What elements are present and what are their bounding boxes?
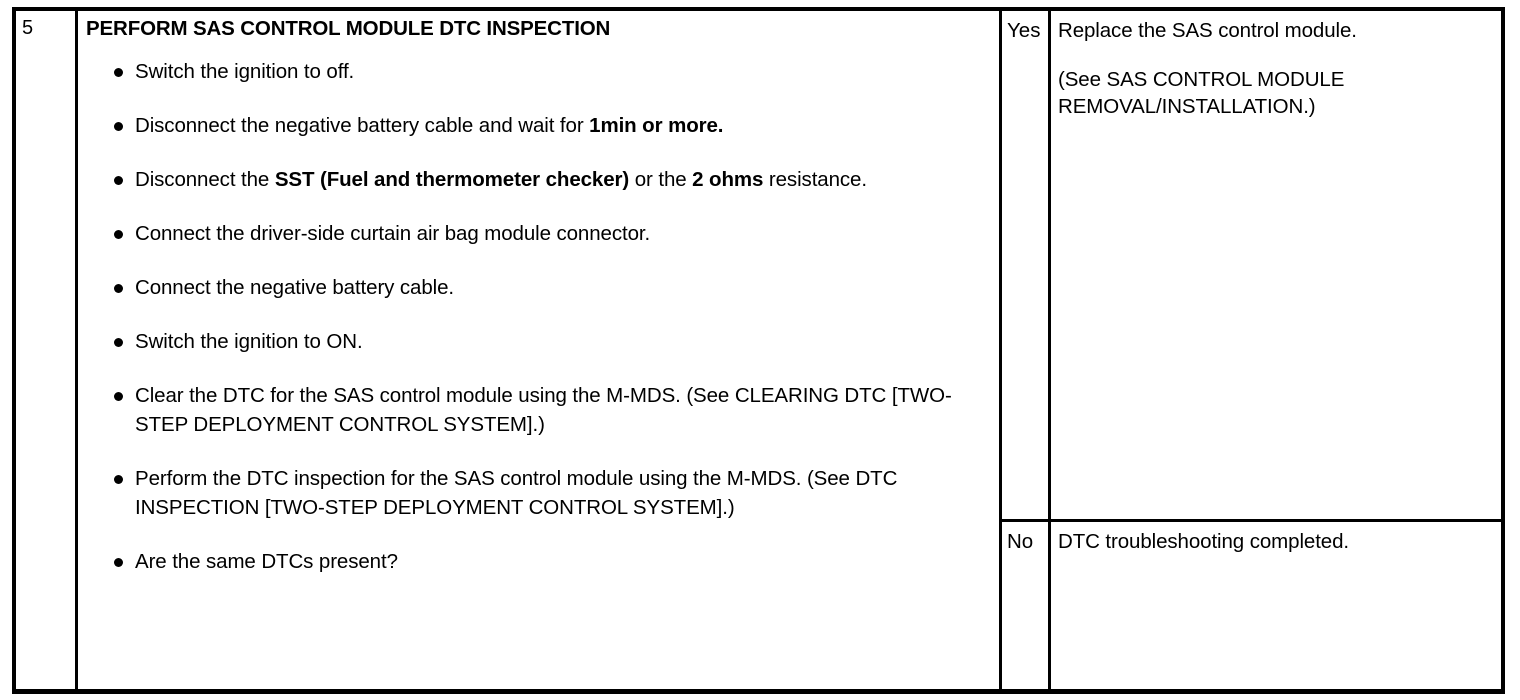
step-text-run: Clear the DTC for the SAS control module…	[135, 384, 952, 436]
step-text-run: Connect the driver-side curtain air bag …	[135, 222, 651, 245]
step-number-cell: 5	[16, 11, 78, 689]
step-text-run: Disconnect the negative battery cable an…	[135, 114, 590, 137]
result-column: Yes Replace the SAS control module. (See S…	[1002, 11, 1501, 689]
inspection-step-clear-dtc: Clear the DTC for the SAS control module…	[86, 381, 989, 439]
result-row-yes: Yes Replace the SAS control module. (See S…	[1002, 11, 1501, 522]
step-text-run: Switch the ignition to off.	[135, 60, 355, 83]
dtc-troubleshooting-table: 5 PERFORM SAS CONTROL MODULE DTC INSPECT…	[12, 7, 1505, 694]
inspection-step-disconnect-sst: Disconnect the SST (Fuel and thermometer…	[86, 165, 989, 194]
result-key-yes: Yes	[1002, 11, 1051, 519]
inspection-body-cell: PERFORM SAS CONTROL MODULE DTC INSPECTIO…	[78, 11, 1002, 689]
step-text-run: Connect the negative battery cable.	[135, 276, 455, 299]
inspection-title: PERFORM SAS CONTROL MODULE DTC INSPECTIO…	[86, 17, 611, 40]
step-text-run: 1min or more.	[589, 114, 724, 137]
inspection-step-disconnect-negative-battery: Disconnect the negative battery cable an…	[86, 111, 989, 140]
inspection-step-ignition-off: Switch the ignition to off.	[86, 57, 989, 86]
result-key-no: No	[1002, 522, 1051, 689]
step-text-run: resistance.	[763, 168, 867, 191]
result-row-no: No DTC troubleshooting completed.	[1002, 522, 1501, 689]
result-action-no: DTC troubleshooting completed.	[1051, 522, 1501, 689]
result-action-paragraph: DTC troubleshooting completed.	[1058, 530, 1349, 553]
result-action-paragraph: (See SAS CONTROL MODULE REMOVAL/INSTALLA…	[1058, 68, 1345, 118]
result-action-yes: Replace the SAS control module. (See SAS …	[1051, 11, 1501, 519]
step-text-run: Are the same DTCs present?	[135, 550, 398, 573]
step-number: 5	[22, 17, 34, 39]
step-text-run: 2 ohms	[692, 168, 764, 191]
inspection-step-connect-curtain-air-bag: Connect the driver-side curtain air bag …	[86, 219, 989, 248]
step-text-run: or the	[629, 168, 693, 191]
step-text-run: Perform the DTC inspection for the SAS c…	[135, 467, 898, 519]
inspection-step-perform-dtc-inspection: Perform the DTC inspection for the SAS c…	[86, 464, 989, 522]
step-text-run: Switch the ignition to ON.	[135, 330, 363, 353]
inspection-step-list: Switch the ignition to off. Disconnect th…	[86, 57, 989, 576]
inspection-step-ignition-on: Switch the ignition to ON.	[86, 327, 989, 356]
inspection-step-question-same-dtcs: Are the same DTCs present?	[86, 547, 989, 576]
step-text-run: SST (Fuel and thermometer checker)	[274, 168, 630, 191]
step-text-run: Disconnect the	[135, 168, 275, 191]
result-action-paragraph: Replace the SAS control module.	[1058, 19, 1357, 42]
inspection-step-connect-negative-battery: Connect the negative battery cable.	[86, 273, 989, 302]
